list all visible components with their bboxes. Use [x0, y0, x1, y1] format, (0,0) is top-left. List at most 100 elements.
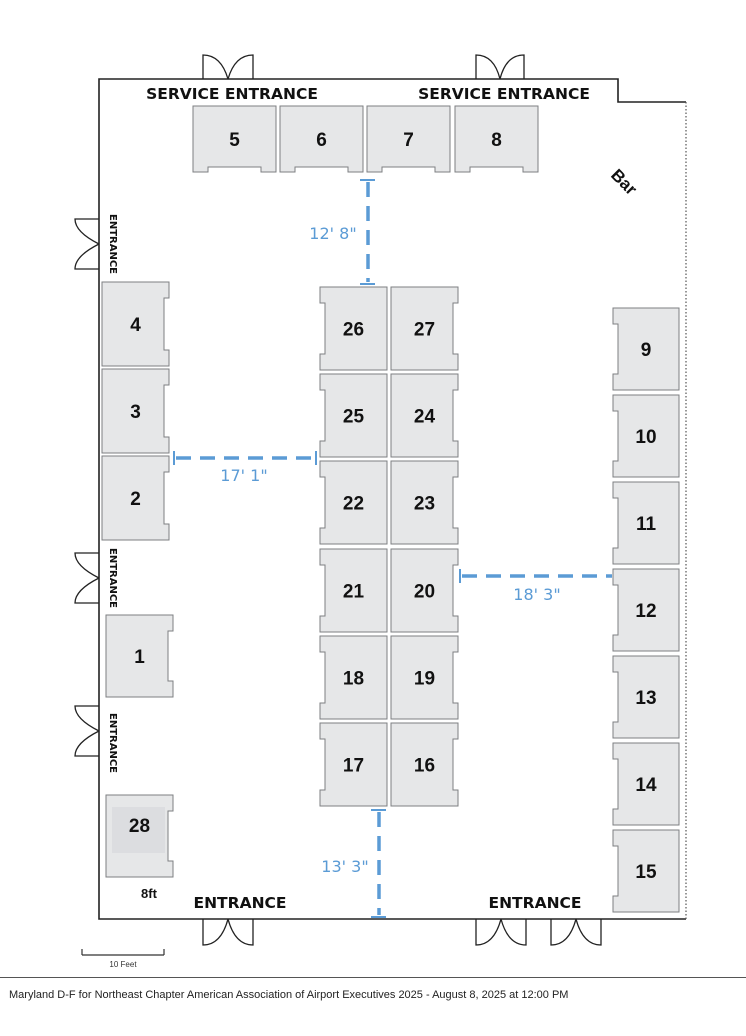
- booth-shape: [390, 460, 459, 545]
- booth-18[interactable]: 18: [319, 635, 388, 720]
- entrance-left-3-label: ENTRANCE: [107, 713, 118, 773]
- scale-bar: 10 Feet: [81, 949, 165, 969]
- booth-number: 9: [641, 340, 652, 361]
- booth-4[interactable]: 4: [101, 281, 170, 367]
- booth-inner-shade: [112, 807, 165, 853]
- booth-shape: [612, 307, 680, 391]
- bar-label: Bar: [607, 165, 641, 199]
- booth-11[interactable]: 11: [612, 481, 680, 565]
- booth-number: 8: [491, 130, 502, 151]
- entrance-bottom-right-label: ENTRANCE: [489, 894, 582, 912]
- booth-number: 1: [134, 647, 145, 668]
- dimension-lines: 12' 8" 17' 1" 18' 3" 13' 3": [173, 179, 612, 918]
- booth-number: 15: [635, 862, 657, 883]
- booth-27[interactable]: 27: [390, 286, 459, 371]
- booth-number: 20: [414, 582, 435, 603]
- booth-28[interactable]: 28: [105, 794, 174, 878]
- booth-shape: [101, 368, 170, 454]
- dimension-bottom: [371, 809, 386, 918]
- booth-7[interactable]: 7: [366, 105, 451, 173]
- booth-number: 6: [316, 130, 327, 151]
- booth-number: 12: [635, 601, 656, 622]
- entrance-door-left-3[interactable]: [74, 705, 100, 757]
- booth-number: 27: [414, 320, 435, 341]
- booth-15[interactable]: 15: [612, 829, 680, 913]
- booth-number: 21: [343, 582, 365, 603]
- booth-number: 18: [343, 669, 364, 690]
- booth-number: 23: [414, 494, 435, 515]
- booth-shape: [612, 568, 680, 652]
- dimension-top-label: 12' 8": [309, 224, 356, 243]
- booth-number: 24: [414, 407, 436, 428]
- footer-divider: [0, 977, 746, 978]
- booth-23[interactable]: 23: [390, 460, 459, 545]
- entrance-left-1-label: ENTRANCE: [107, 214, 118, 274]
- booth-number: 16: [414, 756, 435, 777]
- booth-24[interactable]: 24: [390, 373, 459, 458]
- entrance-door-left-1[interactable]: [74, 218, 100, 270]
- doors: [74, 54, 602, 946]
- service-door-right[interactable]: [475, 54, 525, 80]
- event-caption: Maryland D-F for Northeast Chapter Ameri…: [9, 989, 569, 1001]
- booth-number: 2: [130, 489, 141, 510]
- booth-5[interactable]: 5: [192, 105, 277, 173]
- booth-number: 3: [130, 402, 141, 423]
- booth-12[interactable]: 12: [612, 568, 680, 652]
- booth-9[interactable]: 9: [612, 307, 680, 391]
- booth-shape: [390, 635, 459, 720]
- entrance-door-bottom-right-2[interactable]: [550, 918, 602, 946]
- dimension-right-label: 18' 3": [513, 585, 560, 604]
- booth-number: 11: [636, 514, 657, 535]
- booth-shape: [390, 548, 459, 633]
- dimension-left-label: 17' 1": [220, 466, 267, 485]
- service-door-left[interactable]: [202, 54, 254, 80]
- booth-shape: [319, 460, 388, 545]
- booth-number: 25: [343, 407, 365, 428]
- dimension-right: [459, 569, 612, 583]
- service-entrance-left-label: SERVICE ENTRANCE: [146, 85, 318, 103]
- booth-2[interactable]: 2: [101, 455, 170, 541]
- booth-shape: [612, 829, 680, 913]
- booth-shape: [319, 286, 388, 371]
- booth-number: 22: [343, 494, 364, 515]
- booth-19[interactable]: 19: [390, 635, 459, 720]
- booth-shape: [319, 548, 388, 633]
- booth-number: 13: [635, 688, 656, 709]
- booth-shape: [612, 394, 680, 478]
- booth-10[interactable]: 10: [612, 394, 680, 478]
- booth-number: 26: [343, 320, 364, 341]
- entrance-bottom-left-label: ENTRANCE: [194, 894, 287, 912]
- entrance-door-bottom-right-1[interactable]: [475, 918, 527, 946]
- booth-3[interactable]: 3: [101, 368, 170, 454]
- booth-13[interactable]: 13: [612, 655, 680, 739]
- booth-1[interactable]: 1: [105, 614, 174, 698]
- booth-8[interactable]: 8: [454, 105, 539, 173]
- booth-shape: [101, 455, 170, 541]
- booth-number: 28: [129, 816, 150, 837]
- booth-14[interactable]: 14: [612, 742, 680, 826]
- booth-26[interactable]: 26: [319, 286, 388, 371]
- booth-number: 4: [130, 315, 141, 336]
- booth-number: 5: [229, 130, 240, 151]
- dimension-left: [173, 451, 317, 465]
- booth-shape: [319, 373, 388, 458]
- room-walls: [98, 78, 687, 920]
- booth-22[interactable]: 22: [319, 460, 388, 545]
- service-entrance-right-label: SERVICE ENTRANCE: [418, 85, 590, 103]
- booth-shape: [390, 722, 459, 807]
- booth-20[interactable]: 20: [390, 548, 459, 633]
- booth-shape: [390, 286, 459, 371]
- booth-25[interactable]: 25: [319, 373, 388, 458]
- booth-17[interactable]: 17: [319, 722, 388, 807]
- booth-6[interactable]: 6: [279, 105, 364, 173]
- dimension-top: [360, 179, 375, 285]
- booth-number: 19: [414, 669, 435, 690]
- booth-shape: [105, 614, 174, 698]
- booth-16[interactable]: 16: [390, 722, 459, 807]
- entrance-door-left-2[interactable]: [74, 552, 100, 604]
- booth-shape: [192, 105, 277, 173]
- booth-shape: [366, 105, 451, 173]
- booth-shape: [101, 281, 170, 367]
- booth-21[interactable]: 21: [319, 548, 388, 633]
- entrance-door-bottom-left[interactable]: [202, 918, 254, 946]
